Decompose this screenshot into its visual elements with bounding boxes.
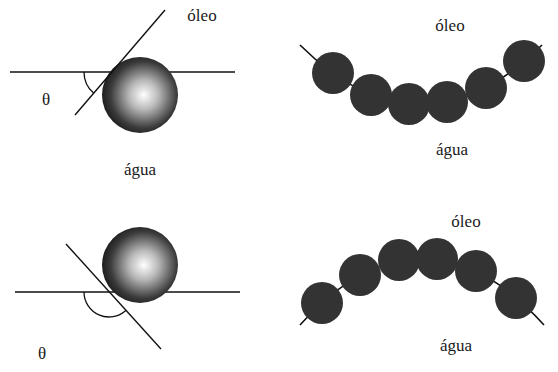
angle-symbol: θ [38,345,46,364]
phase-label: óleo [187,7,216,26]
phase-label: água [436,141,468,160]
particle-sphere [102,227,178,303]
angle-arc [84,292,126,317]
particle-sphere [102,57,178,133]
phase-label: óleo [435,17,464,36]
phase-label: óleo [451,213,480,232]
phase-label: água [124,161,156,180]
particle-chain [301,238,537,324]
angle-arc [84,72,94,93]
phase-label: água [440,337,472,356]
particle-chain [312,40,545,125]
tangent-line [75,10,165,115]
tangent-line [66,244,161,349]
angle-symbol: θ [42,91,50,110]
